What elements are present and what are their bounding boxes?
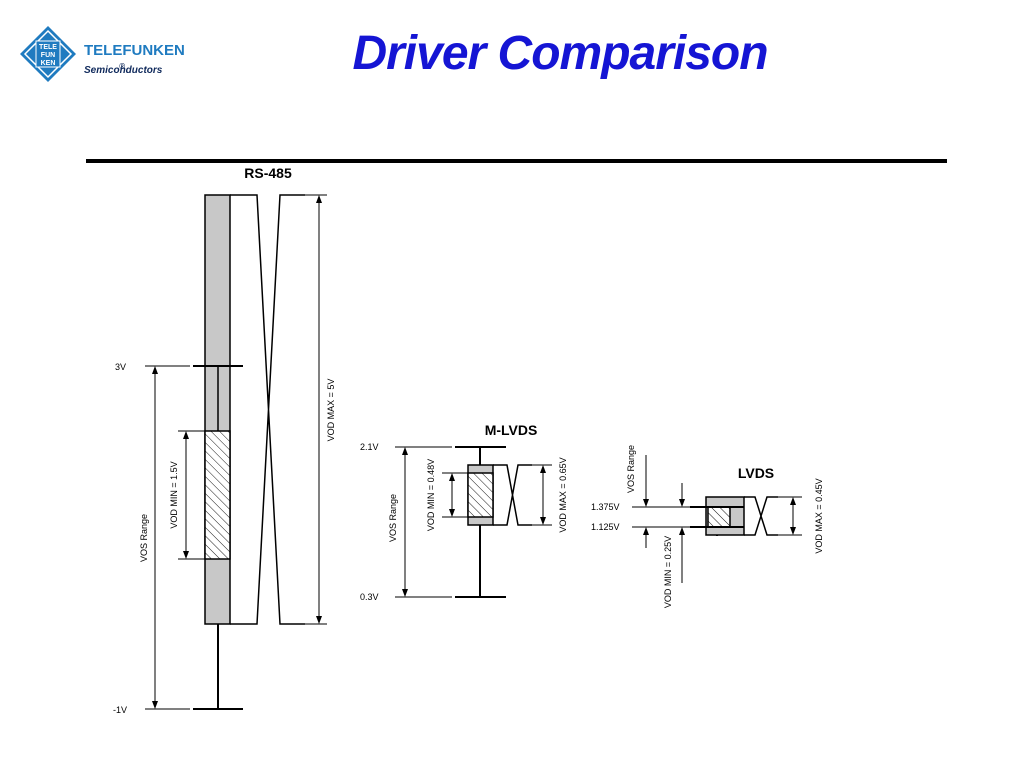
lvds-vod-min-label: VOD MIN = 0.25V [663,536,673,608]
lvds-waveform [744,496,778,536]
lvds-vod-max-label: VOD MAX = 0.45V [814,478,824,553]
rs485-neg1v-label: -1V [113,705,127,715]
rs485-diagram: RS-485 3V -1V VOS Range VOD MIN = 1.5V [113,165,336,715]
mlvds-diagram: M-LVDS 2.1V 0.3V VOS Range VOD MIN = 0.4… [360,422,568,602]
rs485-waveform [230,194,305,625]
mlvds-bottom-level-label: 0.3V [360,592,379,602]
mlvds-vod-max-label: VOD MAX = 0.65V [558,457,568,532]
rs485-3v-label: 3V [115,362,126,372]
logo-grid-row-3: KEN [41,60,56,67]
title-divider [86,159,947,163]
lvds-vos-range-label: VOS Range [626,445,636,493]
mlvds-heading: M-LVDS [485,422,538,438]
rs485-vod-min-label: VOD MIN = 1.5V [169,461,179,528]
lvds-diagram: LVDS 1.375V 1.125V VOS Range VOD MIN = 0… [591,445,824,608]
telefunken-diamond-icon: TELE FUN KEN [20,26,76,82]
rs485-vos-range-label: VOS Range [139,514,149,562]
lvds-vod-min-box [707,506,731,528]
logo-grid-row-2: FUN [41,52,55,59]
mlvds-top-level-label: 2.1V [360,442,379,452]
lvds-bottom-level-label: 1.125V [591,522,620,532]
mlvds-waveform [493,464,532,526]
lvds-heading: LVDS [738,465,774,481]
logo-name: TELEFUNKEN [84,42,185,59]
telefunken-logo: TELE FUN KEN TELEFUNKEN Semiconductors ® [18,24,188,84]
mlvds-vos-range-label: VOS Range [388,494,398,542]
logo-grid-row-1: TELE [39,44,57,51]
mlvds-vod-min-label: VOD MIN = 0.48V [426,459,436,531]
rs485-heading: RS-485 [244,165,292,181]
rs485-vod-min-box [204,430,231,560]
logo-subtitle: Semiconductors ® [84,62,163,76]
registered-mark: ® [119,62,126,71]
mlvds-vod-min-box [467,472,494,518]
page-title: Driver Comparison [352,27,768,80]
logo-subtitle-text: Semiconductors [84,65,163,76]
lvds-top-level-label: 1.375V [591,502,620,512]
rs485-vod-max-label: VOD MAX = 5V [326,379,336,442]
